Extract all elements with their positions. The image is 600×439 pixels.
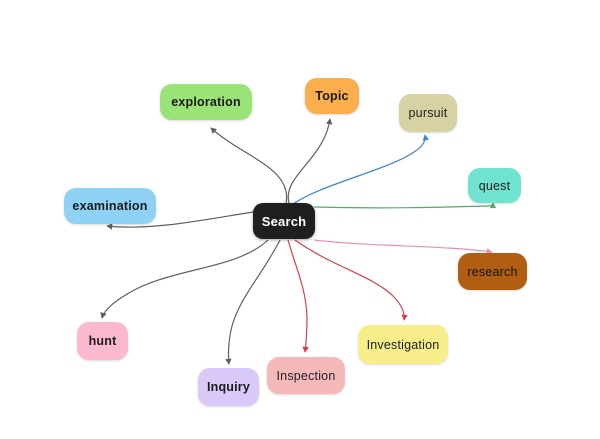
edge-inquiry — [225, 239, 281, 365]
edge-quest — [313, 202, 497, 209]
node-hunt[interactable]: hunt — [77, 322, 128, 360]
root-node-search[interactable]: Search — [253, 203, 315, 239]
edge-pursuit — [292, 134, 430, 205]
node-inspection[interactable]: Inspection — [267, 357, 345, 394]
edge-inspection — [287, 239, 309, 353]
node-exploration[interactable]: exploration — [160, 84, 252, 120]
node-label-inquiry: Inquiry — [206, 380, 251, 394]
edge-hunt — [100, 239, 269, 319]
node-topic[interactable]: Topic — [305, 78, 359, 114]
node-quest[interactable]: quest — [468, 168, 521, 203]
node-label-inspection: Inspection — [276, 368, 336, 383]
node-investigation[interactable]: Investigation — [358, 325, 448, 364]
edge-investigation — [294, 239, 408, 321]
node-label-exploration: exploration — [171, 95, 241, 109]
node-label-topic: Topic — [315, 89, 349, 103]
node-pursuit[interactable]: pursuit — [399, 94, 457, 132]
node-label-search: Search — [261, 213, 307, 229]
edge-research — [313, 239, 493, 255]
node-inquiry[interactable]: Inquiry — [198, 368, 259, 406]
node-label-investigation: Investigation — [366, 337, 440, 352]
node-label-hunt: hunt — [88, 334, 117, 348]
node-research[interactable]: research — [458, 253, 527, 290]
node-label-examination: examination — [72, 199, 148, 213]
edge-exploration — [210, 127, 288, 205]
node-label-pursuit: pursuit — [408, 106, 448, 120]
node-label-research: research — [467, 264, 518, 279]
node-examination[interactable]: examination — [64, 188, 156, 224]
edge-examination — [106, 211, 254, 230]
edge-topic — [287, 118, 333, 204]
node-label-quest: quest — [478, 178, 511, 193]
